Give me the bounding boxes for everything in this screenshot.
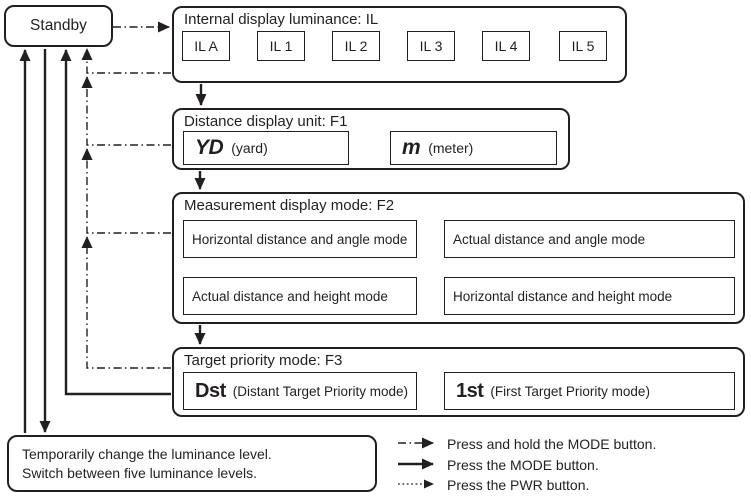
connector-il-to-standby-dashdot <box>81 48 171 74</box>
il-5-box: IL 5 <box>559 31 607 61</box>
f1-panel: Distance display unit: F1 YD (yard) m (m… <box>172 108 570 170</box>
dst-symbol: Dst <box>195 379 226 402</box>
il-panel-title: Internal display luminance: IL <box>184 11 379 28</box>
legend-label-solid: Press the MODE button. <box>447 457 599 473</box>
mode-actual-distance-height-box: Actual distance and height mode <box>183 277 417 315</box>
f3-panel-title: Target priority mode: F3 <box>184 352 343 369</box>
dst-option-box: Dst (Distant Target Priority mode) <box>183 372 417 410</box>
note-line-1: Temporarily change the luminance level. <box>22 445 272 462</box>
dst-label: (Distant Target Priority mode) <box>232 383 409 399</box>
connector-f3-to-standby-dashdot <box>81 236 171 369</box>
il-1-box: IL 1 <box>257 31 305 61</box>
il-4-box: IL 4 <box>482 31 530 61</box>
meter-label: (meter) <box>428 140 474 156</box>
connector-f1-to-standby-dashdot <box>81 76 171 146</box>
first-symbol: 1st <box>456 379 484 402</box>
connector-f3-to-standby-solid <box>60 49 171 396</box>
il-panel: Internal display luminance: IL IL A IL 1… <box>172 6 627 83</box>
standby-box: Standby <box>4 5 113 47</box>
mode-horizontal-distance-height-box: Horizontal distance and height mode <box>444 277 735 315</box>
meter-symbol: m <box>402 136 421 159</box>
f1-panel-title: Distance display unit: F1 <box>184 113 348 130</box>
first-option-box: 1st (First Target Priority mode) <box>444 372 735 410</box>
connector-f2-to-standby-dashdot <box>81 148 171 234</box>
note-line-2: Switch between five luminance levels. <box>22 464 258 481</box>
mode-actual-distance-angle-box: Actual distance and angle mode <box>444 220 735 258</box>
first-label: (First Target Priority mode) <box>490 383 650 399</box>
f3-panel: Target priority mode: F3 Dst (Distant Ta… <box>172 347 745 417</box>
f2-panel-title: Measurement display mode: F2 <box>184 197 395 214</box>
yard-option-box: YD (yard) <box>183 131 349 165</box>
legend-label-dotted: Press the PWR button. <box>447 477 590 493</box>
il-3-box: IL 3 <box>407 31 455 61</box>
yard-label: (yard) <box>231 140 268 156</box>
meter-option-box: m (meter) <box>390 131 557 165</box>
note-box: Temporarily change the luminance level. … <box>7 435 377 492</box>
mode-horizontal-distance-angle-box: Horizontal distance and angle mode <box>183 220 417 258</box>
f2-panel: Measurement display mode: F2 Horizontal … <box>172 192 745 324</box>
il-a-box: IL A <box>182 31 230 61</box>
il-2-box: IL 2 <box>332 31 380 61</box>
legend-label-dashdot: Press and hold the MODE button. <box>447 436 657 452</box>
yard-symbol: YD <box>195 136 224 159</box>
